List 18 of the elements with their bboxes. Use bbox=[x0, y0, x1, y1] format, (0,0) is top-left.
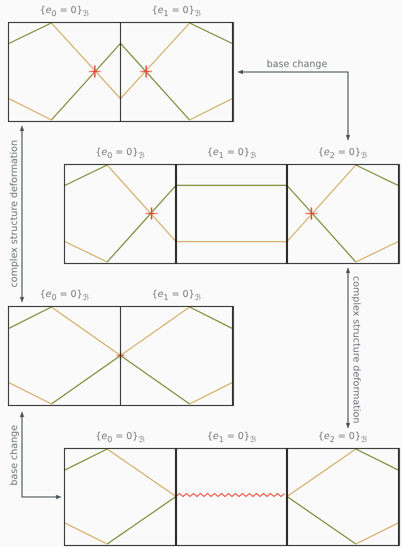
arrow bbox=[237, 70, 350, 141]
cell-heading: {e$_{1}$ = 0}$_{ℬ}$ bbox=[152, 4, 201, 18]
cell-heading: {e$_{2}$ = 0}$_{ℬ}$ bbox=[318, 430, 368, 444]
cell-heading: {e$_{1}$ = 0}$_{ℬ}$ bbox=[206, 146, 256, 160]
arrow bbox=[20, 411, 62, 500]
arrow bbox=[346, 267, 350, 429]
cell-heading: {e$_{0}$ = 0}$_{ℬ}$ bbox=[95, 146, 145, 160]
edge-label: base change bbox=[266, 58, 328, 70]
cell-heading: {e$_{0}$ = 0}$_{ℬ}$ bbox=[40, 4, 89, 18]
edge-label: complex structure deformation bbox=[350, 276, 362, 424]
cell-heading: {e$_{1}$ = 0}$_{ℬ}$ bbox=[152, 288, 201, 302]
cell-heading: {e$_{0}$ = 0}$_{ℬ}$ bbox=[95, 430, 145, 444]
cell-heading: {e$_{0}$ = 0}$_{ℬ}$ bbox=[40, 288, 89, 302]
cell-heading: {e$_{2}$ = 0}$_{ℬ}$ bbox=[318, 146, 368, 160]
edge-label: complex structure deformation bbox=[8, 140, 20, 288]
arrow bbox=[20, 125, 24, 303]
edge-label: base change bbox=[8, 424, 20, 486]
cell-heading: {e$_{1}$ = 0}$_{ℬ}$ bbox=[206, 430, 256, 444]
